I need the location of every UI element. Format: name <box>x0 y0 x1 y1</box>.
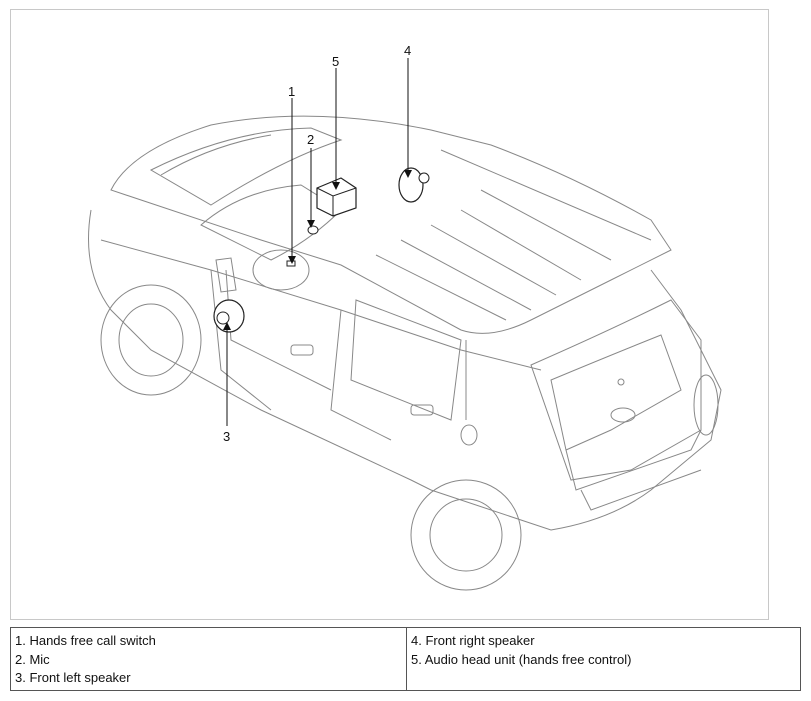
legend-table: 1. Hands free call switch 2. Mic 3. Fron… <box>10 627 801 691</box>
callout-numbers: 1 2 3 4 5 <box>223 43 411 444</box>
callout-3: 3 <box>223 429 230 444</box>
car-illustration: 1 2 3 4 5 <box>88 43 722 591</box>
legend-item: 2. Mic <box>15 651 50 667</box>
callout-4: 4 <box>404 43 411 58</box>
callout-5: 5 <box>332 54 339 69</box>
car-outline <box>88 115 722 591</box>
diagram-figure: 1 2 3 4 5 <box>10 9 769 620</box>
legend-column-left: 1. Hands free call switch 2. Mic 3. Fron… <box>11 628 407 690</box>
legend-item: 4. Front right speaker <box>411 633 535 648</box>
callout-2: 2 <box>307 132 314 147</box>
legend-item: 5. Audio head unit (hands free control) <box>411 651 632 667</box>
legend-item: 1. Hands free call switch <box>15 633 156 648</box>
legend-item: 3. Front left speaker <box>15 670 131 685</box>
callout-leaders <box>223 58 412 426</box>
legend-column-right: 4. Front right speaker 5. Audio head uni… <box>407 628 800 690</box>
component-markers <box>213 167 430 333</box>
callout-1: 1 <box>288 84 295 99</box>
